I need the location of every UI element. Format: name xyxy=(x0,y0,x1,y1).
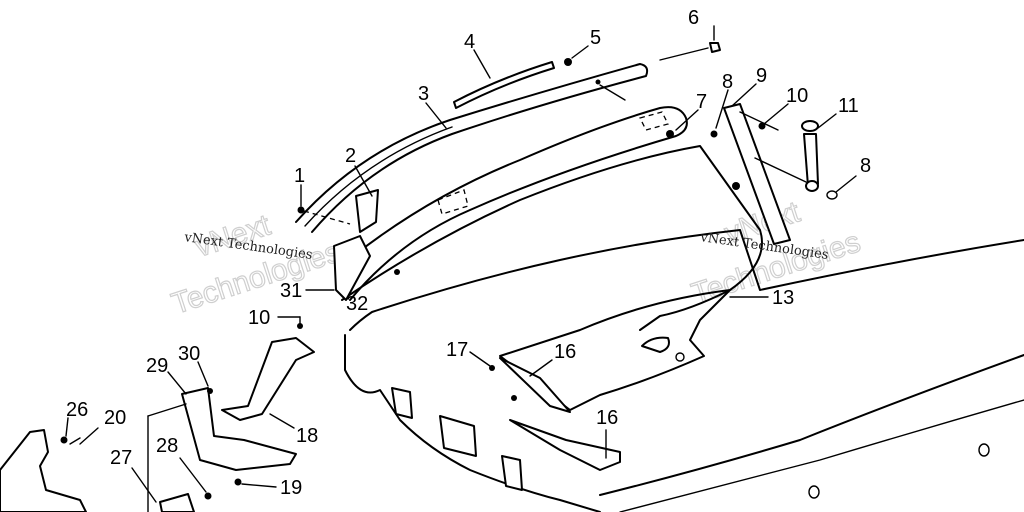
callouts: 1 2 3 4 5 6 7 8 9 10 11 8 13 31 32 10 17… xyxy=(66,7,871,499)
shield-panel xyxy=(499,289,731,411)
bracket-16a xyxy=(499,357,571,413)
callout-18: 18 xyxy=(296,425,318,447)
bolt-20 xyxy=(69,437,81,445)
fascia-lower-edge xyxy=(344,334,601,512)
hinge-arm-9 xyxy=(723,103,791,245)
release-handle xyxy=(641,336,670,353)
bolt-17b xyxy=(511,395,517,401)
callout-7: 7 xyxy=(696,91,707,113)
bracket-18 xyxy=(221,337,315,421)
fascia-tab-3 xyxy=(501,455,523,491)
callout-20: 20 xyxy=(104,407,126,429)
bolt-17a xyxy=(489,365,495,371)
bolt-19 xyxy=(234,478,242,486)
molding-3-outer xyxy=(295,63,649,233)
bolt-1 xyxy=(297,206,305,214)
leader-6-line xyxy=(659,47,709,61)
bracket-2 xyxy=(355,189,379,233)
callout-10-top: 10 xyxy=(786,85,808,107)
fascia-hole xyxy=(808,485,820,499)
callout-13: 13 xyxy=(772,287,794,309)
hinge-outline-dashed xyxy=(639,111,669,131)
strut-end xyxy=(805,180,819,192)
callout-30: 30 xyxy=(178,343,200,365)
strut-cap xyxy=(801,120,819,132)
callout-32: 32 xyxy=(346,293,368,315)
callout-8-top: 8 xyxy=(722,71,733,93)
callout-19: 19 xyxy=(280,477,302,499)
callout-1: 1 xyxy=(294,165,305,187)
nut-28 xyxy=(204,492,212,500)
callout-29: 29 xyxy=(146,355,168,377)
callout-11: 11 xyxy=(838,95,859,117)
hole xyxy=(595,79,601,85)
fascia-tab-1 xyxy=(391,387,413,419)
callout-26: 26 xyxy=(66,399,88,421)
watermark-outline-left: vNext Technologies xyxy=(167,208,345,322)
bracket-29 xyxy=(181,387,297,471)
screw-5 xyxy=(564,58,572,66)
hood-inner-panel xyxy=(341,145,763,331)
front-fascia xyxy=(349,229,1024,331)
clip-8b xyxy=(826,190,838,200)
nut-8a xyxy=(710,130,718,138)
strut-line xyxy=(754,157,807,183)
callout-16-upper: 16 xyxy=(554,341,576,363)
hinge-bolt xyxy=(732,182,740,190)
fascia-hole xyxy=(978,443,990,457)
callout-2: 2 xyxy=(345,145,356,167)
callout-17: 17 xyxy=(446,339,468,361)
frame-bracket-left xyxy=(0,429,87,512)
nut-6 xyxy=(709,42,721,53)
leader-lines xyxy=(65,25,857,503)
bracket-31 xyxy=(333,235,371,301)
trim-strip-4 xyxy=(453,61,555,109)
callout-10-left: 10 xyxy=(248,307,270,329)
bolt-30 xyxy=(207,388,213,394)
assembly-line xyxy=(147,403,187,417)
bolt-10b xyxy=(297,323,303,329)
bolt-1-path xyxy=(303,210,351,225)
bolt-7 xyxy=(666,130,674,138)
callout-16-lower: 16 xyxy=(596,407,618,429)
fascia-crease xyxy=(619,399,1024,512)
gas-strut-11 xyxy=(803,133,819,187)
hinge-bolt-line xyxy=(739,111,779,131)
fascia-tab-2 xyxy=(439,415,477,457)
bolt-32 xyxy=(394,269,400,275)
leader-hole xyxy=(599,84,626,101)
nut-26 xyxy=(60,436,68,444)
callout-5: 5 xyxy=(590,27,601,49)
fascia-bottom-lip xyxy=(599,354,1024,496)
block-27 xyxy=(159,493,195,512)
hood-panel-13 xyxy=(335,106,688,301)
callout-4: 4 xyxy=(464,31,475,53)
callout-9: 9 xyxy=(756,65,767,87)
latch-outline-dashed xyxy=(437,189,469,215)
callout-28: 28 xyxy=(156,435,178,457)
callout-8-right: 8 xyxy=(860,155,871,177)
hole xyxy=(675,352,685,362)
callout-31: 31 xyxy=(280,280,302,302)
callout-6: 6 xyxy=(688,7,699,29)
callout-3: 3 xyxy=(418,83,429,105)
bracket-16b xyxy=(509,419,621,471)
callout-27: 27 xyxy=(110,447,132,469)
molding-3-inner xyxy=(304,126,453,227)
